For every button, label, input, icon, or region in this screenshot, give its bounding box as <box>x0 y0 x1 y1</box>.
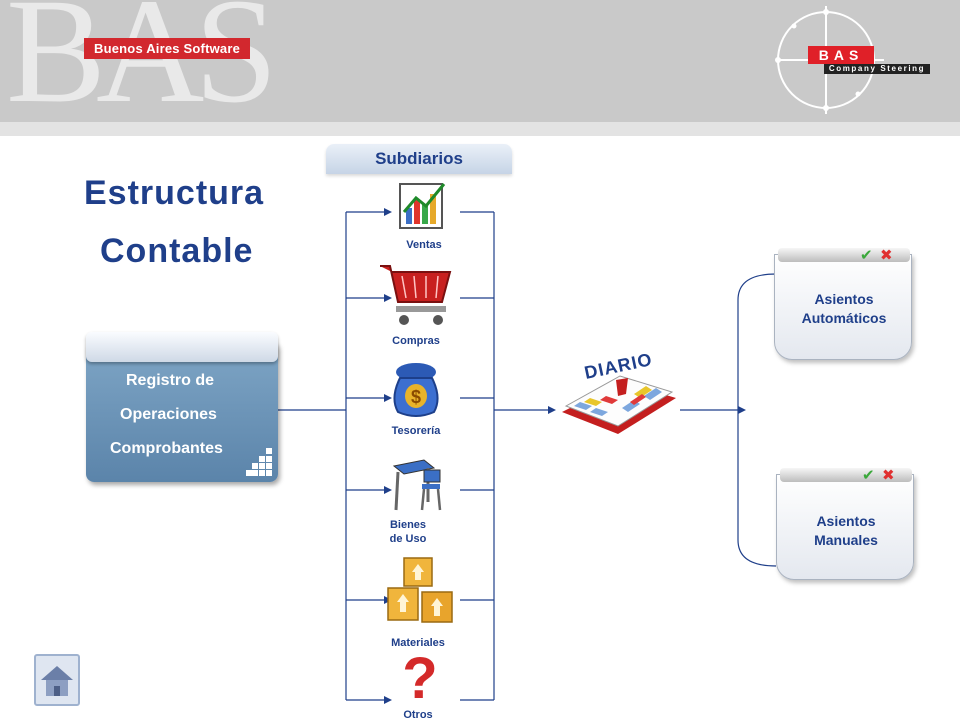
subdiarios-tab: Subdiarios <box>326 144 512 174</box>
boxes-icon <box>387 557 453 623</box>
registro-line1: Registro de <box>126 372 215 389</box>
subdiario-tesoreria-label: Tesorería <box>391 425 441 437</box>
subdiario-compras-label: Compras <box>392 335 440 347</box>
shopping-cart-icon <box>380 265 452 325</box>
home-button[interactable] <box>34 654 80 706</box>
registro-line3: Comprobantes <box>110 440 223 457</box>
grid-dots-icon <box>246 448 272 476</box>
close-icon: ✖ <box>880 247 893 264</box>
close-icon: ✖ <box>882 467 895 484</box>
registro-panel <box>86 340 278 482</box>
home-icon <box>41 666 73 696</box>
check-icon: ✔ <box>860 247 873 264</box>
page-title-line1: Estructura <box>84 174 265 212</box>
subdiario-otros-label: Otros <box>403 709 433 721</box>
registro-panel-topbar <box>86 332 278 362</box>
subdiario-ventas-label: Ventas <box>406 239 442 251</box>
svg-text:?: ? <box>402 652 437 708</box>
page-header: BAS Buenos Aires Software BAS Company St… <box>0 0 960 122</box>
question-mark-icon: ? <box>402 652 437 708</box>
header-band <box>0 122 960 136</box>
registro-line2: Operaciones <box>120 406 217 423</box>
bas-watermark: BAS <box>6 0 278 122</box>
page-title-line2: Contable <box>100 232 254 270</box>
company-logo-box: BAS <box>808 46 874 64</box>
check-icon: ✔ <box>862 467 875 484</box>
brand-tag: Buenos Aires Software <box>84 38 251 59</box>
svg-text:$: $ <box>411 387 421 407</box>
company-logo-subtitle: Company Steering <box>824 64 930 74</box>
open-book-icon <box>562 375 676 434</box>
chart-icon <box>399 183 446 229</box>
desk-chair-icon <box>392 459 442 511</box>
money-bag-icon: $ <box>393 363 439 417</box>
subdiario-materiales-label: Materiales <box>391 637 445 649</box>
